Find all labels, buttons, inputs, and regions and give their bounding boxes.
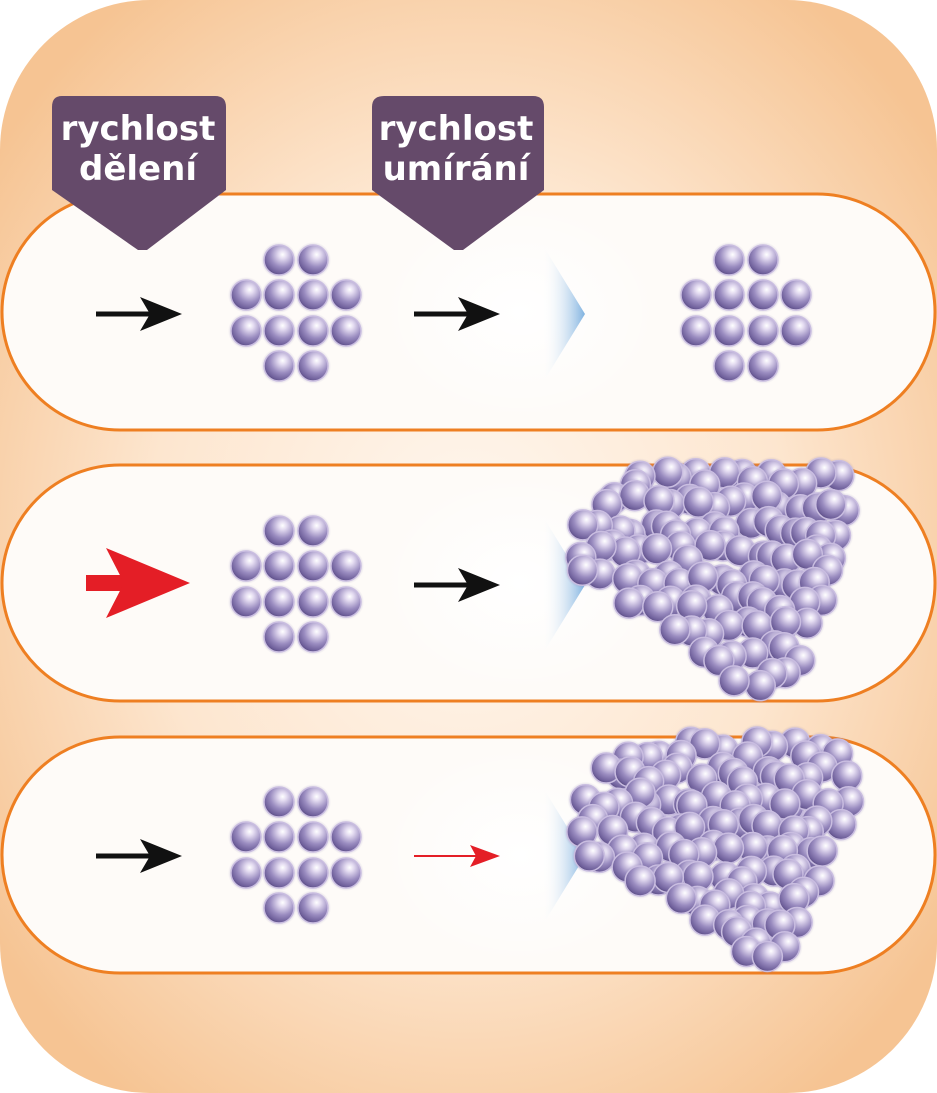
division-arrow-row3 — [96, 839, 182, 873]
cluster-row3-right-cell — [622, 862, 659, 899]
cluster-row3-right-cell — [571, 838, 608, 875]
cluster-row3-right-cell — [663, 880, 700, 917]
cluster-row3-right-cell — [828, 758, 865, 795]
death-rate-tag: rychlost umírání — [372, 96, 544, 250]
cluster-row3-left-cell — [261, 890, 297, 926]
cluster-row3-left-cell — [261, 784, 297, 820]
cluster-row3-left-cell — [261, 819, 297, 855]
division-rate-label-line1: rychlost — [61, 109, 216, 149]
cluster-row2-left-cell — [261, 548, 297, 584]
death-arrow-row2 — [414, 568, 500, 602]
cluster-row3-left-cell — [261, 855, 297, 891]
cluster-row1-right-cell — [678, 313, 714, 349]
cluster-row1-left-cell — [261, 242, 297, 278]
cluster-row3-right-cell — [804, 833, 841, 870]
cluster-row1-left-cell — [295, 242, 331, 278]
cluster-row1-left-cell — [228, 277, 264, 313]
cluster-row1-left-cell — [295, 348, 331, 384]
cluster-row1-right-cell — [711, 348, 747, 384]
cluster-row1-right-cell — [711, 277, 747, 313]
cluster-row2-left-cell — [328, 584, 364, 620]
cluster-row2-right-cell — [673, 587, 710, 624]
cluster-row1-right-cell — [745, 242, 781, 278]
cluster-row3-left-cell — [328, 819, 364, 855]
cells-layer — [228, 242, 867, 975]
cluster-row1-left-cell — [295, 277, 331, 313]
division-arrow-row2-large — [86, 548, 190, 618]
cluster-row3-left-cell — [295, 819, 331, 855]
cluster-row2-left-cell — [261, 584, 297, 620]
death-arrow-row3-thin — [414, 845, 500, 867]
cluster-row2-left-cell — [295, 513, 331, 549]
cluster-row2-right-cell — [812, 486, 849, 523]
cluster-row1-left-cell — [261, 313, 297, 349]
cluster-row2-left-cell — [295, 584, 331, 620]
cluster-row2-left-cell — [295, 548, 331, 584]
cluster-row2-right-cell — [564, 552, 601, 589]
division-arrow-row1 — [96, 297, 182, 331]
death-rate-label-line1: rychlost — [379, 109, 534, 149]
cluster-row3-left-cell — [228, 819, 264, 855]
cluster-row2-left-cell — [328, 548, 364, 584]
cluster-row1-right-cell — [745, 348, 781, 384]
cluster-row1-right-cell — [745, 313, 781, 349]
cluster-row1-right-cell — [678, 277, 714, 313]
cluster-row2-left-cell — [228, 548, 264, 584]
cluster-row1-left-cell — [261, 277, 297, 313]
chevron-row2 — [542, 515, 585, 655]
cluster-row2-left-cell — [261, 619, 297, 655]
cluster-row2-left-cell — [295, 619, 331, 655]
cluster-row3-left-cell — [295, 855, 331, 891]
cluster-row3-right-cell — [749, 938, 786, 975]
cluster-row2-left-cell — [261, 513, 297, 549]
cluster-row1-left-cell — [328, 313, 364, 349]
cluster-row2-right-cell — [638, 530, 675, 567]
cluster-row1-left-cell — [295, 313, 331, 349]
division-rate-tag: rychlost dělení — [52, 96, 226, 250]
cluster-row2-right-cell — [716, 662, 753, 699]
chevron-row1 — [542, 244, 585, 384]
cluster-row2-left-cell — [228, 584, 264, 620]
cluster-row1-left-cell — [228, 313, 264, 349]
cluster-row1-right-cell — [778, 277, 814, 313]
chevron-row3 — [542, 786, 585, 926]
division-rate-label-line2: dělení — [79, 149, 199, 189]
cluster-row3-left-cell — [328, 855, 364, 891]
cluster-row3-left-cell — [228, 855, 264, 891]
cluster-row2-right-cell — [610, 585, 647, 622]
cluster-row3-left-cell — [295, 890, 331, 926]
cluster-row2-right-cell — [656, 611, 693, 648]
death-arrow-row1 — [414, 297, 500, 331]
cluster-row3-left-cell — [295, 784, 331, 820]
cluster-row1-right-cell — [711, 242, 747, 278]
cluster-row2-right-cell — [649, 454, 686, 491]
cluster-row1-right-cell — [745, 277, 781, 313]
cluster-row1-right-cell — [711, 313, 747, 349]
cluster-row1-left-cell — [261, 348, 297, 384]
cluster-row1-right-cell — [778, 313, 814, 349]
cluster-row1-left-cell — [328, 277, 364, 313]
death-rate-label-line2: umírání — [383, 149, 532, 189]
